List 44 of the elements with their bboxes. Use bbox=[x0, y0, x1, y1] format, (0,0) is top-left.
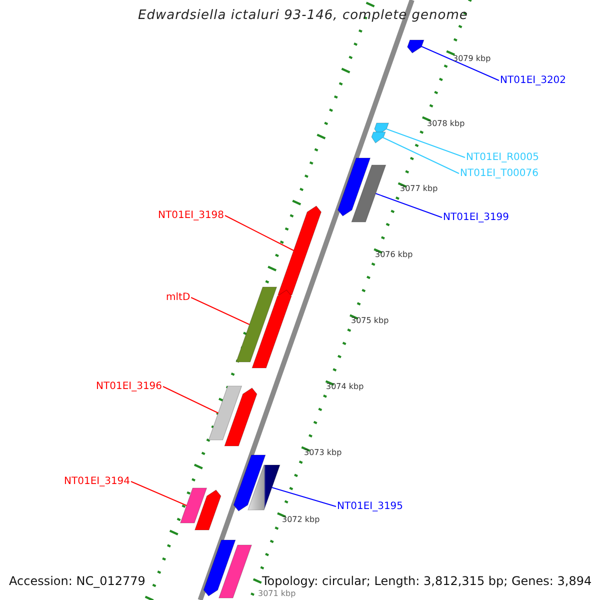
gene-feature bbox=[224, 388, 258, 446]
gene-feature bbox=[277, 206, 322, 296]
gene-label: mltD bbox=[166, 292, 190, 303]
gene-feature bbox=[194, 490, 222, 530]
scale-label: 3071 kbp bbox=[258, 590, 296, 599]
scale-label: 3074 kbp bbox=[326, 383, 364, 392]
scale-label: 3079 kbp bbox=[453, 55, 491, 64]
leader-line bbox=[386, 128, 466, 158]
gene-feature bbox=[180, 488, 208, 524]
gene-label: NT01EI_R0005 bbox=[466, 152, 539, 163]
gene-label: NT01EI_3194 bbox=[64, 476, 130, 487]
gene-feature bbox=[208, 386, 242, 440]
genome-info-text: Topology: circular; Length: 3,812,315 bp; Genes: 3,894 bbox=[262, 575, 592, 588]
leader-line bbox=[271, 487, 336, 507]
leader-line bbox=[162, 386, 219, 414]
gene-label: NT01EI_3196 bbox=[96, 381, 162, 392]
gene-label: NT01EI_T00076 bbox=[460, 168, 539, 179]
gene-feature bbox=[407, 40, 424, 54]
leader-line bbox=[190, 297, 250, 325]
accession-text: Accession: NC_012779 bbox=[9, 575, 146, 588]
gene-label: NT01EI_3195 bbox=[337, 501, 404, 512]
scale-label: 3073 kbp bbox=[304, 449, 342, 458]
leader-line bbox=[421, 46, 500, 81]
gene-feature bbox=[236, 286, 278, 362]
gene-feature bbox=[338, 158, 371, 216]
gene-feature bbox=[248, 464, 280, 510]
gene-label: NT01EI_3199 bbox=[443, 212, 510, 223]
gene-feature bbox=[371, 132, 386, 144]
leader-line bbox=[375, 193, 442, 218]
scale-label: 3076 kbp bbox=[375, 251, 413, 260]
leader-line bbox=[130, 481, 188, 506]
scale-label: 3075 kbp bbox=[351, 317, 389, 326]
scale-label: 3077 kbp bbox=[400, 185, 438, 194]
gene-feature bbox=[233, 454, 266, 512]
scale-label: 3078 kbp bbox=[427, 120, 465, 129]
scale-label: 3072 kbp bbox=[282, 516, 320, 525]
gene-feature bbox=[252, 290, 292, 368]
gene-label: NT01EI_3202 bbox=[500, 75, 566, 86]
title: Edwardsiella ictaluri 93-146, complete genome bbox=[138, 9, 468, 24]
gene-feature bbox=[218, 544, 252, 598]
gene-feature bbox=[203, 540, 236, 596]
leader-line bbox=[382, 137, 460, 174]
gene-label: NT01EI_3198 bbox=[158, 210, 224, 221]
gene-feature bbox=[351, 164, 386, 222]
